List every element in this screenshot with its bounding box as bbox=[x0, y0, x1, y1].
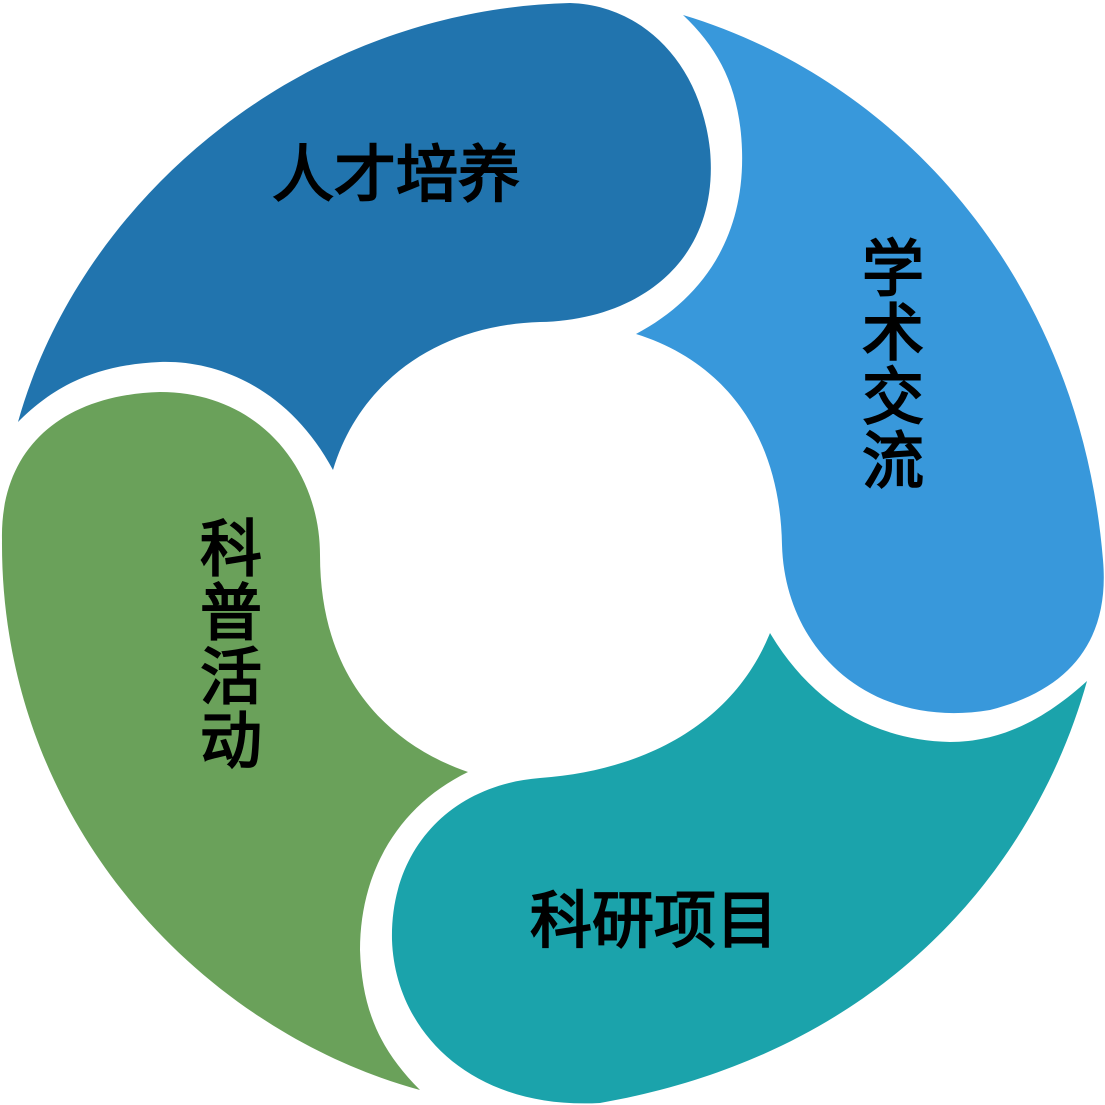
segment-science-popularization bbox=[1, 392, 469, 1090]
label-academic-exchange: 学术交流 bbox=[851, 236, 924, 492]
segment-talent-training bbox=[18, 3, 711, 470]
label-science-popularization: 科普活动 bbox=[189, 516, 262, 772]
label-research-projects: 科研项目 bbox=[530, 884, 779, 957]
segment-academic-exchange bbox=[636, 15, 1104, 714]
label-talent-training: 人才培养 bbox=[272, 138, 521, 211]
segment-research-projects bbox=[391, 633, 1087, 1104]
